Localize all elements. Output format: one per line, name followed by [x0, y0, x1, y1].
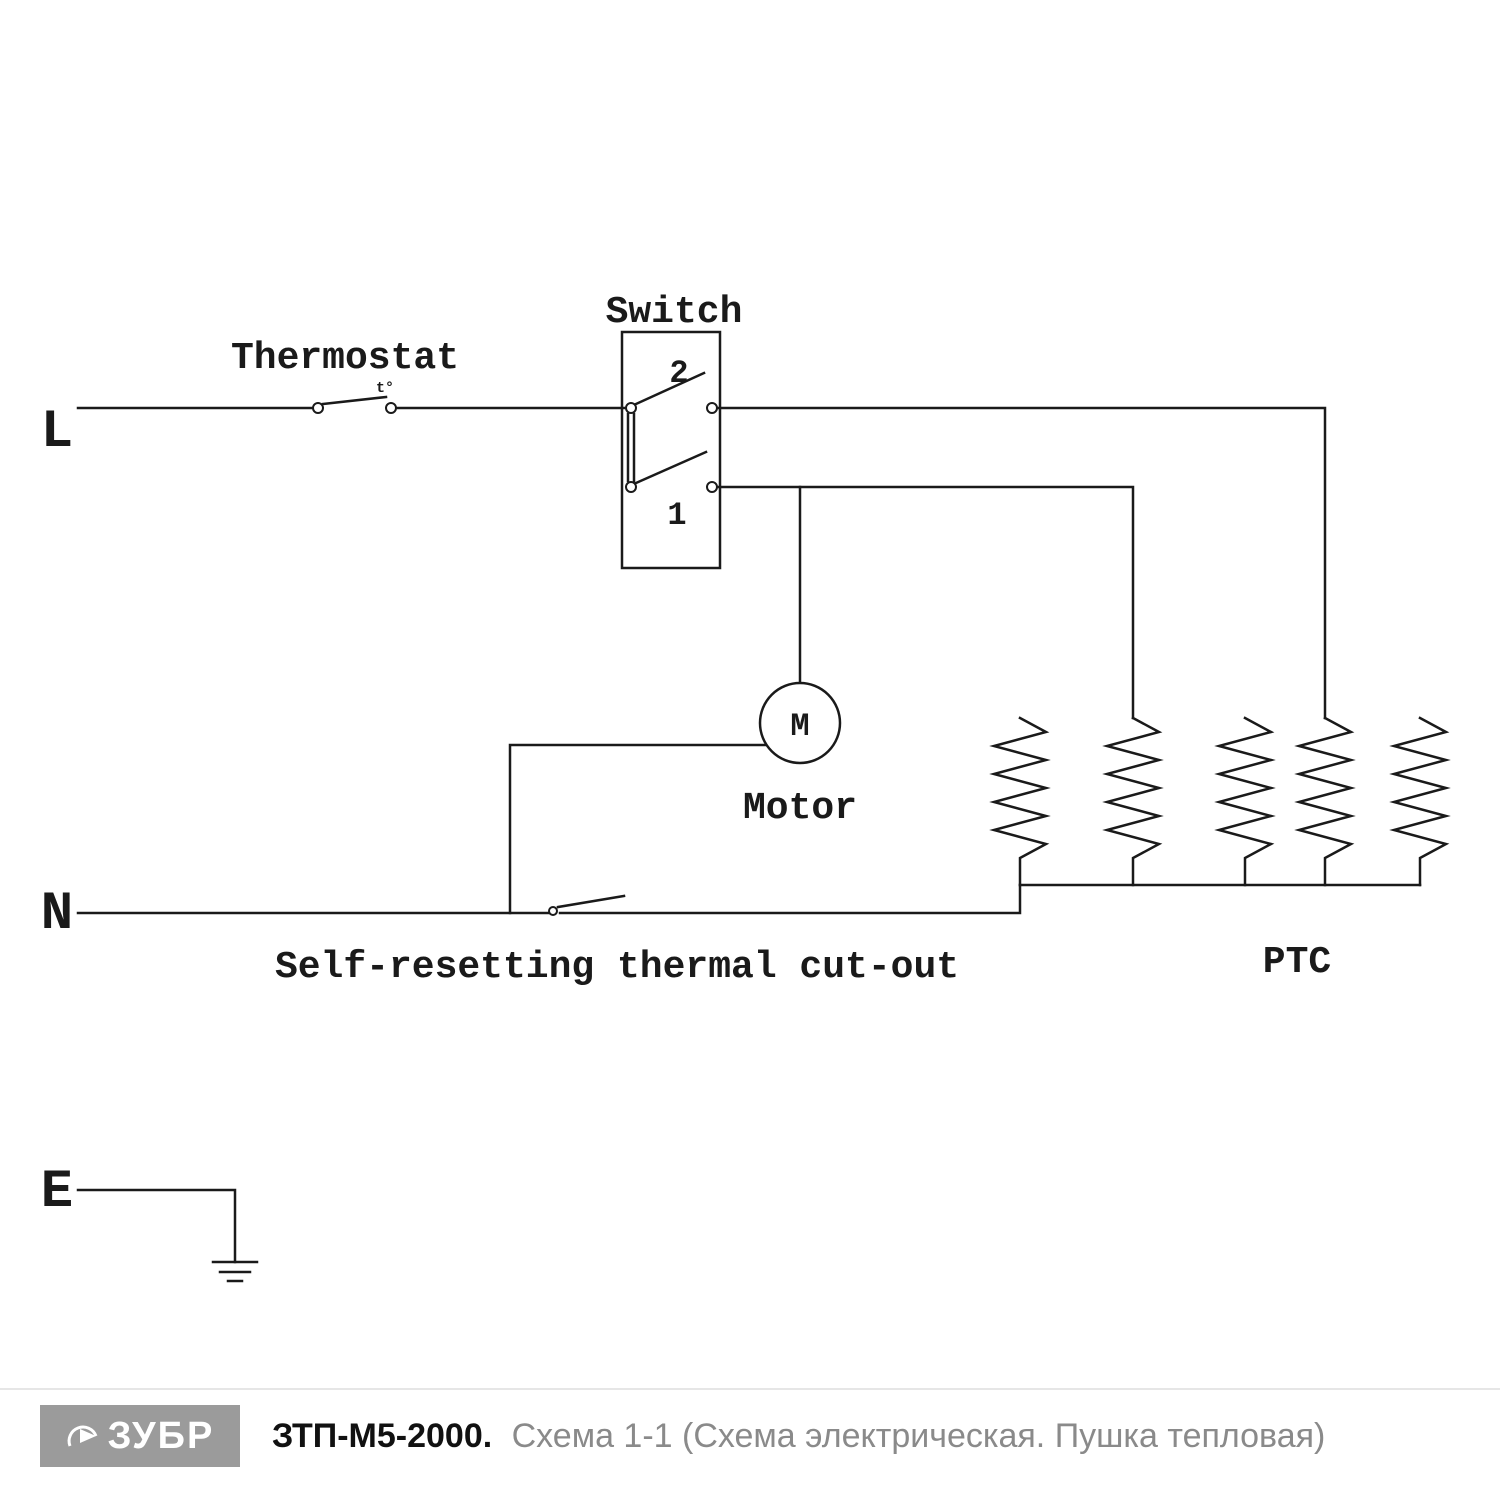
footer-row: ЗУБР ЗТП-М5-2000. Схема 1-1 (Схема элект…	[40, 1405, 1325, 1467]
motor-symbol-letter: M	[790, 708, 809, 745]
switch-label: Switch	[606, 291, 743, 334]
switch-contact-bottom-right	[706, 481, 718, 493]
switch-position-2-label: 2	[669, 355, 688, 392]
heater-element-3	[1214, 716, 1276, 887]
switch-position-1-label: 1	[667, 497, 686, 534]
n-wire-right	[558, 883, 1022, 915]
contact-nodes	[312, 402, 718, 916]
zubr-logo: ЗУБР	[40, 1405, 240, 1467]
wire-motor-return	[508, 743, 769, 915]
terminal-n-label: N	[41, 884, 73, 945]
motor-label: Motor	[743, 787, 857, 830]
switch-body	[620, 330, 722, 570]
cutout-blade	[556, 894, 626, 909]
switch-contact-bottom-left	[625, 481, 637, 493]
motor-symbol-circle	[758, 681, 842, 765]
ptc-label: PTC	[1263, 941, 1331, 984]
switch-blade-2	[634, 371, 706, 406]
wire-switch1-to-heater2	[715, 485, 1135, 720]
heater-element-5	[1389, 716, 1451, 887]
earth-wire	[76, 1188, 237, 1264]
cutout-contact	[548, 906, 558, 916]
thermostat-contact-left	[312, 402, 324, 414]
zubr-arrow-icon	[67, 1425, 98, 1447]
switch-blade-1	[634, 450, 708, 485]
heater-element-4	[1294, 716, 1356, 887]
switch-contact-top-right	[706, 402, 718, 414]
schema-caption: Схема 1-1 (Схема электрическая. Пушка те…	[511, 1416, 1326, 1455]
thermostat-temp-note: t°	[376, 380, 394, 397]
model-number: ЗТП-М5-2000.	[272, 1416, 493, 1455]
thermostat-contact-right	[385, 402, 397, 414]
switch-contact-top-left	[625, 402, 637, 414]
footer-divider	[0, 1388, 1500, 1390]
zubr-logo-text: ЗУБР	[107, 1414, 215, 1457]
terminal-e-label: E	[41, 1162, 73, 1223]
heater-element-1	[989, 716, 1051, 887]
terminal-l-label: L	[41, 402, 73, 463]
circuit-wiring	[76, 371, 1422, 1283]
thermal-cutout-label: Self-resetting thermal cut-out	[275, 946, 959, 989]
footer: ЗУБР ЗТП-М5-2000. Схема 1-1 (Схема элект…	[0, 1388, 1500, 1467]
circuit-diagram: L Thermostat t° Switch 2 1 M Motor N Sel…	[41, 291, 1451, 1283]
ptc-heater-elements	[989, 716, 1451, 887]
heater-element-2	[1102, 716, 1164, 887]
wire-switch2-to-heater4	[715, 406, 1327, 720]
thermostat-label: Thermostat	[231, 337, 459, 380]
thermostat-blade	[321, 395, 388, 406]
footer-caption: ЗТП-М5-2000. Схема 1-1 (Схема электричес…	[272, 1417, 1325, 1456]
